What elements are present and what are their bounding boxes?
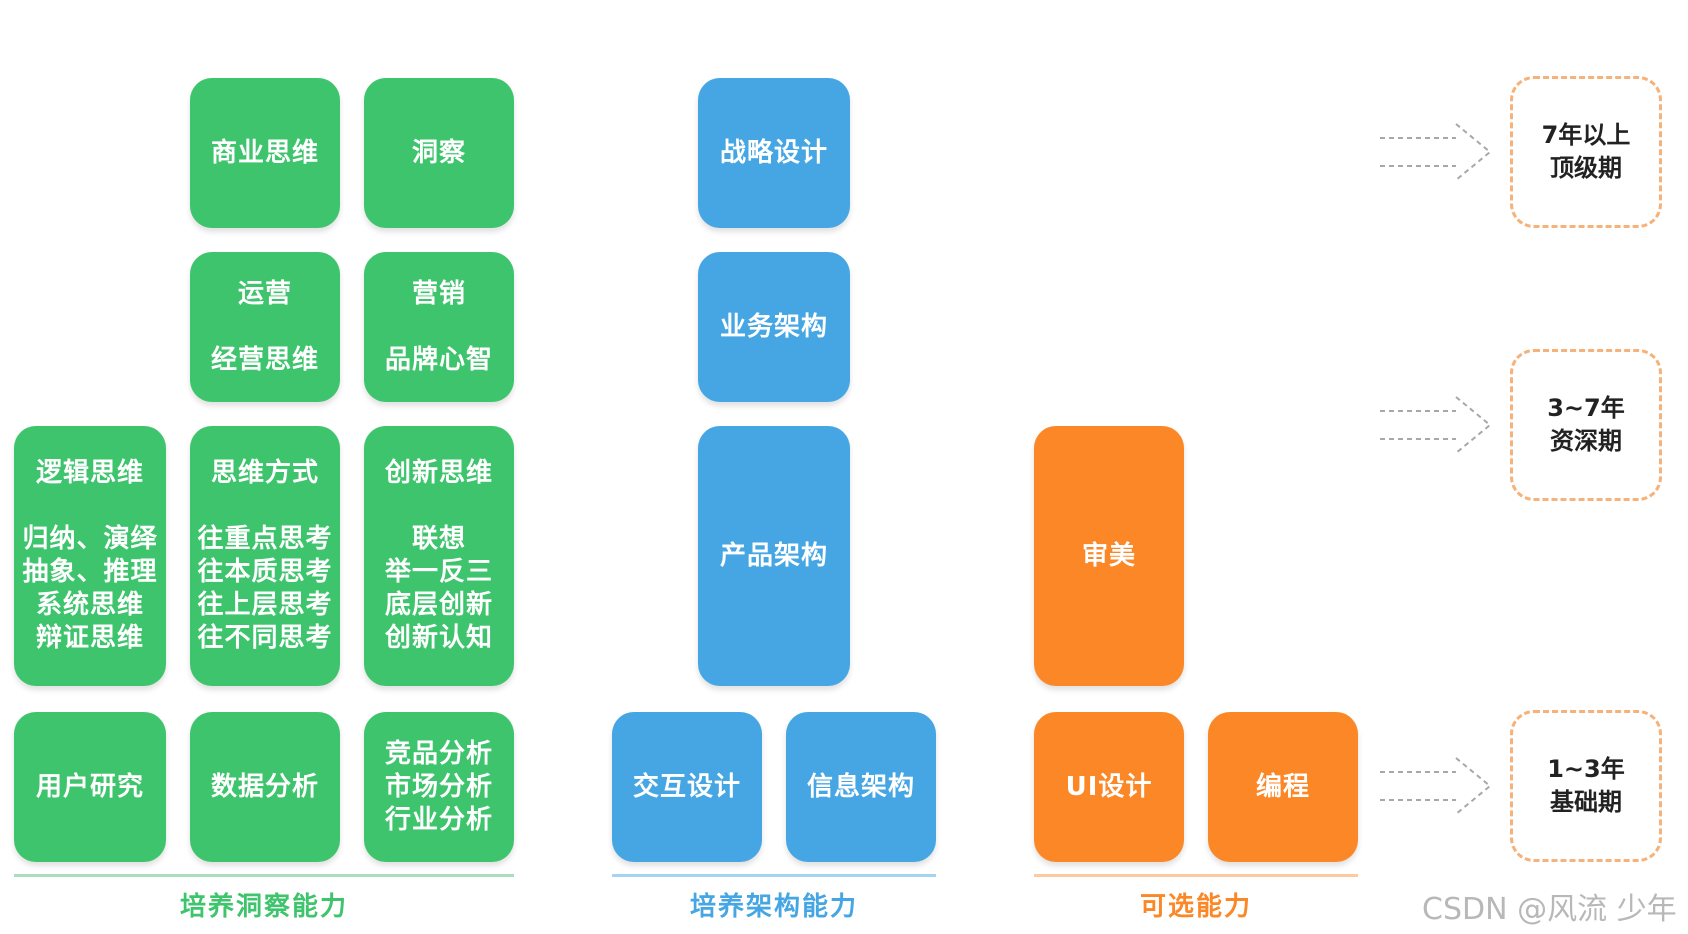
- stage-top-level: 7年以上 顶级期: [1510, 76, 1662, 228]
- insight-card-marketing: 营销 品牌心智: [364, 252, 514, 402]
- insight-card-data-analysis: 数据分析: [190, 712, 340, 862]
- stage-senior: 3~7年 资深期: [1510, 349, 1662, 501]
- stage-foundation: 1~3年 基础期: [1510, 710, 1662, 862]
- insight-card-logic-thinking: 逻辑思维 归纳、演绎 抽象、推理 系统思维 辩证思维: [14, 426, 166, 686]
- insight-caption: 培养洞察能力: [179, 892, 348, 922]
- architecture-card-product-architecture: 产品架构: [698, 426, 850, 686]
- architecture-card-business-architecture: 业务架构: [698, 252, 850, 402]
- architecture-card-strategy-design: 战略设计: [698, 78, 850, 228]
- arrow-icon-bottom: [1380, 757, 1492, 815]
- watermark: CSDN @风流 少年: [1422, 892, 1677, 927]
- optional-caption: 可选能力: [1139, 892, 1252, 922]
- architecture-underline: [612, 874, 936, 877]
- architecture-caption: 培养架构能力: [689, 892, 858, 922]
- stage-years: 7年以上: [1541, 121, 1631, 149]
- optional-underline: [1034, 874, 1358, 877]
- architecture-card-information-architecture: 信息架构: [786, 712, 936, 862]
- stage-years: 1~3年: [1547, 755, 1625, 783]
- stage-name: 资深期: [1550, 427, 1622, 455]
- architecture-card-interaction-design: 交互设计: [612, 712, 762, 862]
- insight-card-operations: 运营 经营思维: [190, 252, 340, 402]
- stage-years: 3~7年: [1547, 394, 1625, 422]
- optional-card-coding: 编程: [1208, 712, 1358, 862]
- stage-name: 顶级期: [1550, 154, 1622, 182]
- insight-card-business-thinking: 商业思维: [190, 78, 340, 228]
- arrow-icon-middle: [1380, 396, 1492, 454]
- insight-card-user-research: 用户研究: [14, 712, 166, 862]
- optional-card-aesthetics: 审美: [1034, 426, 1184, 686]
- optional-card-ui-design: UI设计: [1034, 712, 1184, 862]
- insight-card-thinking-methods: 思维方式 往重点思考 往本质思考 往上层思考 往不同思考: [190, 426, 340, 686]
- insight-underline: [14, 874, 514, 877]
- insight-card-competitive-analysis: 竞品分析 市场分析 行业分析: [364, 712, 514, 862]
- stage-name: 基础期: [1550, 788, 1622, 816]
- insight-card-insight: 洞察: [364, 78, 514, 228]
- arrow-icon-top: [1380, 123, 1492, 181]
- insight-card-innovation-thinking: 创新思维 联想 举一反三 底层创新 创新认知: [364, 426, 514, 686]
